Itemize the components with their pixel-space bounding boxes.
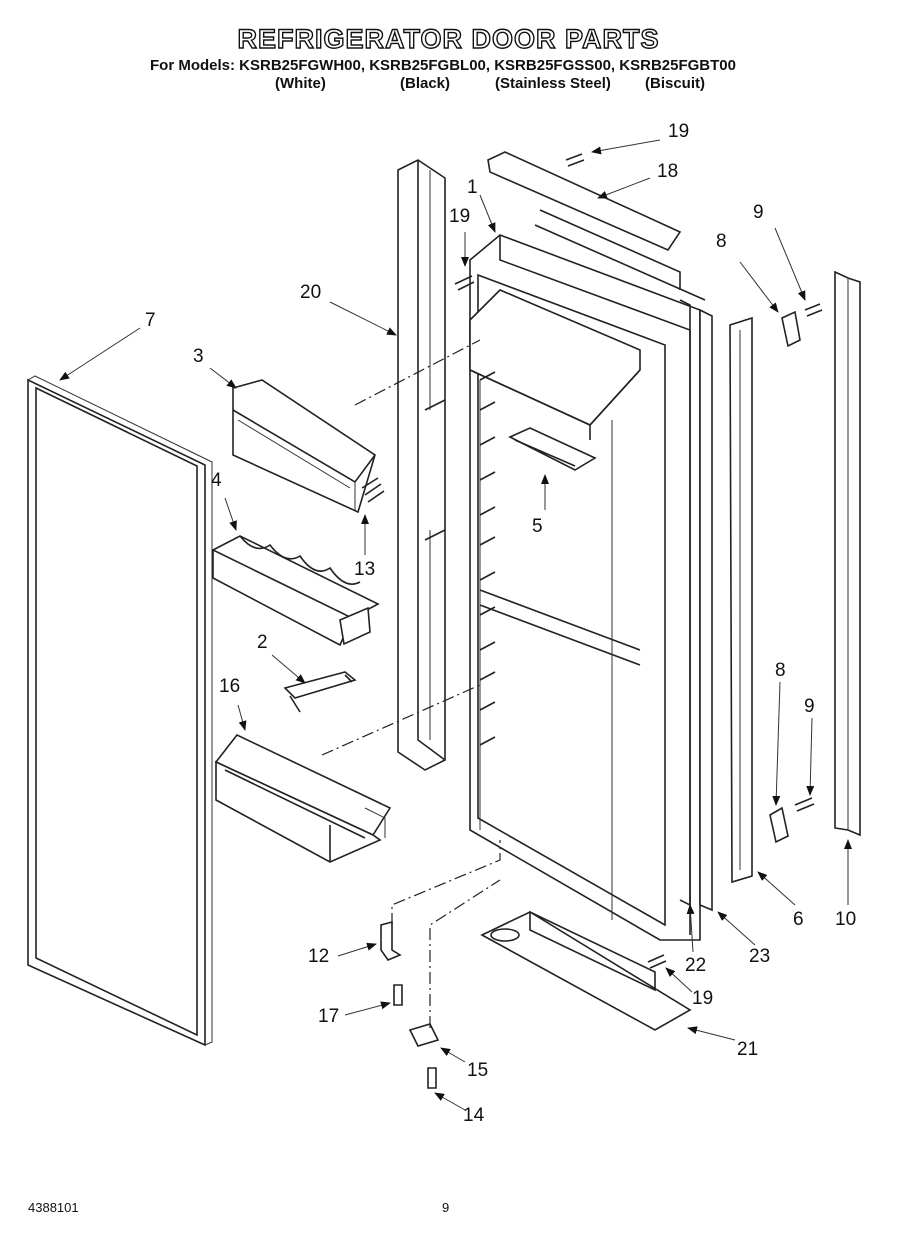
callout-21: 21 — [737, 1039, 758, 1060]
part-18-top-cap — [487, 151, 706, 301]
part-14-screw — [427, 1067, 437, 1089]
part-8-bracket-lower — [769, 806, 789, 844]
callout-10: 10 — [835, 909, 856, 930]
part-21-bottom-plate — [480, 910, 692, 1031]
finish-black: (Black) — [400, 75, 451, 92]
part-4-egg-tray — [211, 535, 380, 647]
finish-stainless: (Stainless Steel) — [495, 75, 611, 92]
callout-14: 14 — [463, 1105, 485, 1126]
callout-1: 1 — [467, 177, 478, 198]
part-19-screw-bottom — [647, 954, 667, 969]
callout-13: 13 — [354, 559, 375, 580]
callout-17: 17 — [318, 1006, 339, 1027]
part-17-screw — [393, 984, 403, 1006]
callout-19-left: 19 — [449, 206, 470, 227]
callout-8-upper: 8 — [716, 231, 727, 252]
page-title: REFRIGERATOR DOOR PARTS — [237, 23, 660, 54]
part-12-hinge-pin — [380, 920, 402, 961]
models-line: For Models: KSRB25FGWH00, KSRB25FGBL00, … — [150, 57, 736, 74]
part-19-screw-left — [454, 275, 475, 291]
callout-19-top: 19 — [668, 121, 689, 142]
part-13-screw — [361, 477, 385, 503]
leader-arrows — [59, 139, 852, 1111]
part-2-clip — [283, 671, 357, 713]
part-15-bracket — [408, 1023, 440, 1047]
part-1-door-liner — [469, 234, 701, 941]
part-20-trim-strip — [397, 159, 446, 771]
callout-5: 5 — [532, 516, 543, 537]
callout-3: 3 — [193, 346, 204, 367]
callout-8-lower: 8 — [775, 660, 786, 681]
finish-biscuit: (Biscuit) — [645, 75, 705, 92]
part-19-screw-top — [565, 153, 585, 167]
callout-2: 2 — [257, 632, 268, 653]
callout-20: 20 — [300, 282, 321, 303]
part-5-small-tray — [508, 427, 597, 471]
callout-6: 6 — [793, 909, 804, 930]
callout-22: 22 — [685, 955, 706, 976]
part-8-bracket-upper — [781, 310, 801, 348]
callout-19-bottom: 19 — [692, 988, 713, 1009]
part-22-strip — [679, 299, 691, 907]
callout-16: 16 — [219, 676, 240, 697]
assembly-lines — [321, 339, 501, 1028]
part-7-door-gasket — [27, 375, 213, 1047]
part-9-screw-lower — [794, 797, 815, 812]
callout-18: 18 — [657, 161, 678, 182]
part-9-screw-upper — [804, 303, 823, 317]
part-16-lower-bin — [214, 734, 392, 863]
finish-white: (White) — [275, 75, 326, 92]
callout-9-upper: 9 — [753, 202, 764, 223]
part-6-side-panel — [729, 316, 753, 884]
callout-15: 15 — [467, 1060, 488, 1081]
part-23-strip — [699, 308, 713, 912]
callout-7: 7 — [145, 310, 156, 331]
callout-4: 4 — [211, 470, 222, 491]
callout-9-lower: 9 — [804, 696, 815, 717]
part-3-upper-bin — [232, 379, 376, 514]
page-number: 9 — [442, 1200, 450, 1215]
document-number: 4388101 — [28, 1200, 79, 1215]
callout-23: 23 — [749, 946, 770, 967]
callout-12: 12 — [308, 946, 329, 967]
part-10-outer-strip — [834, 270, 861, 837]
